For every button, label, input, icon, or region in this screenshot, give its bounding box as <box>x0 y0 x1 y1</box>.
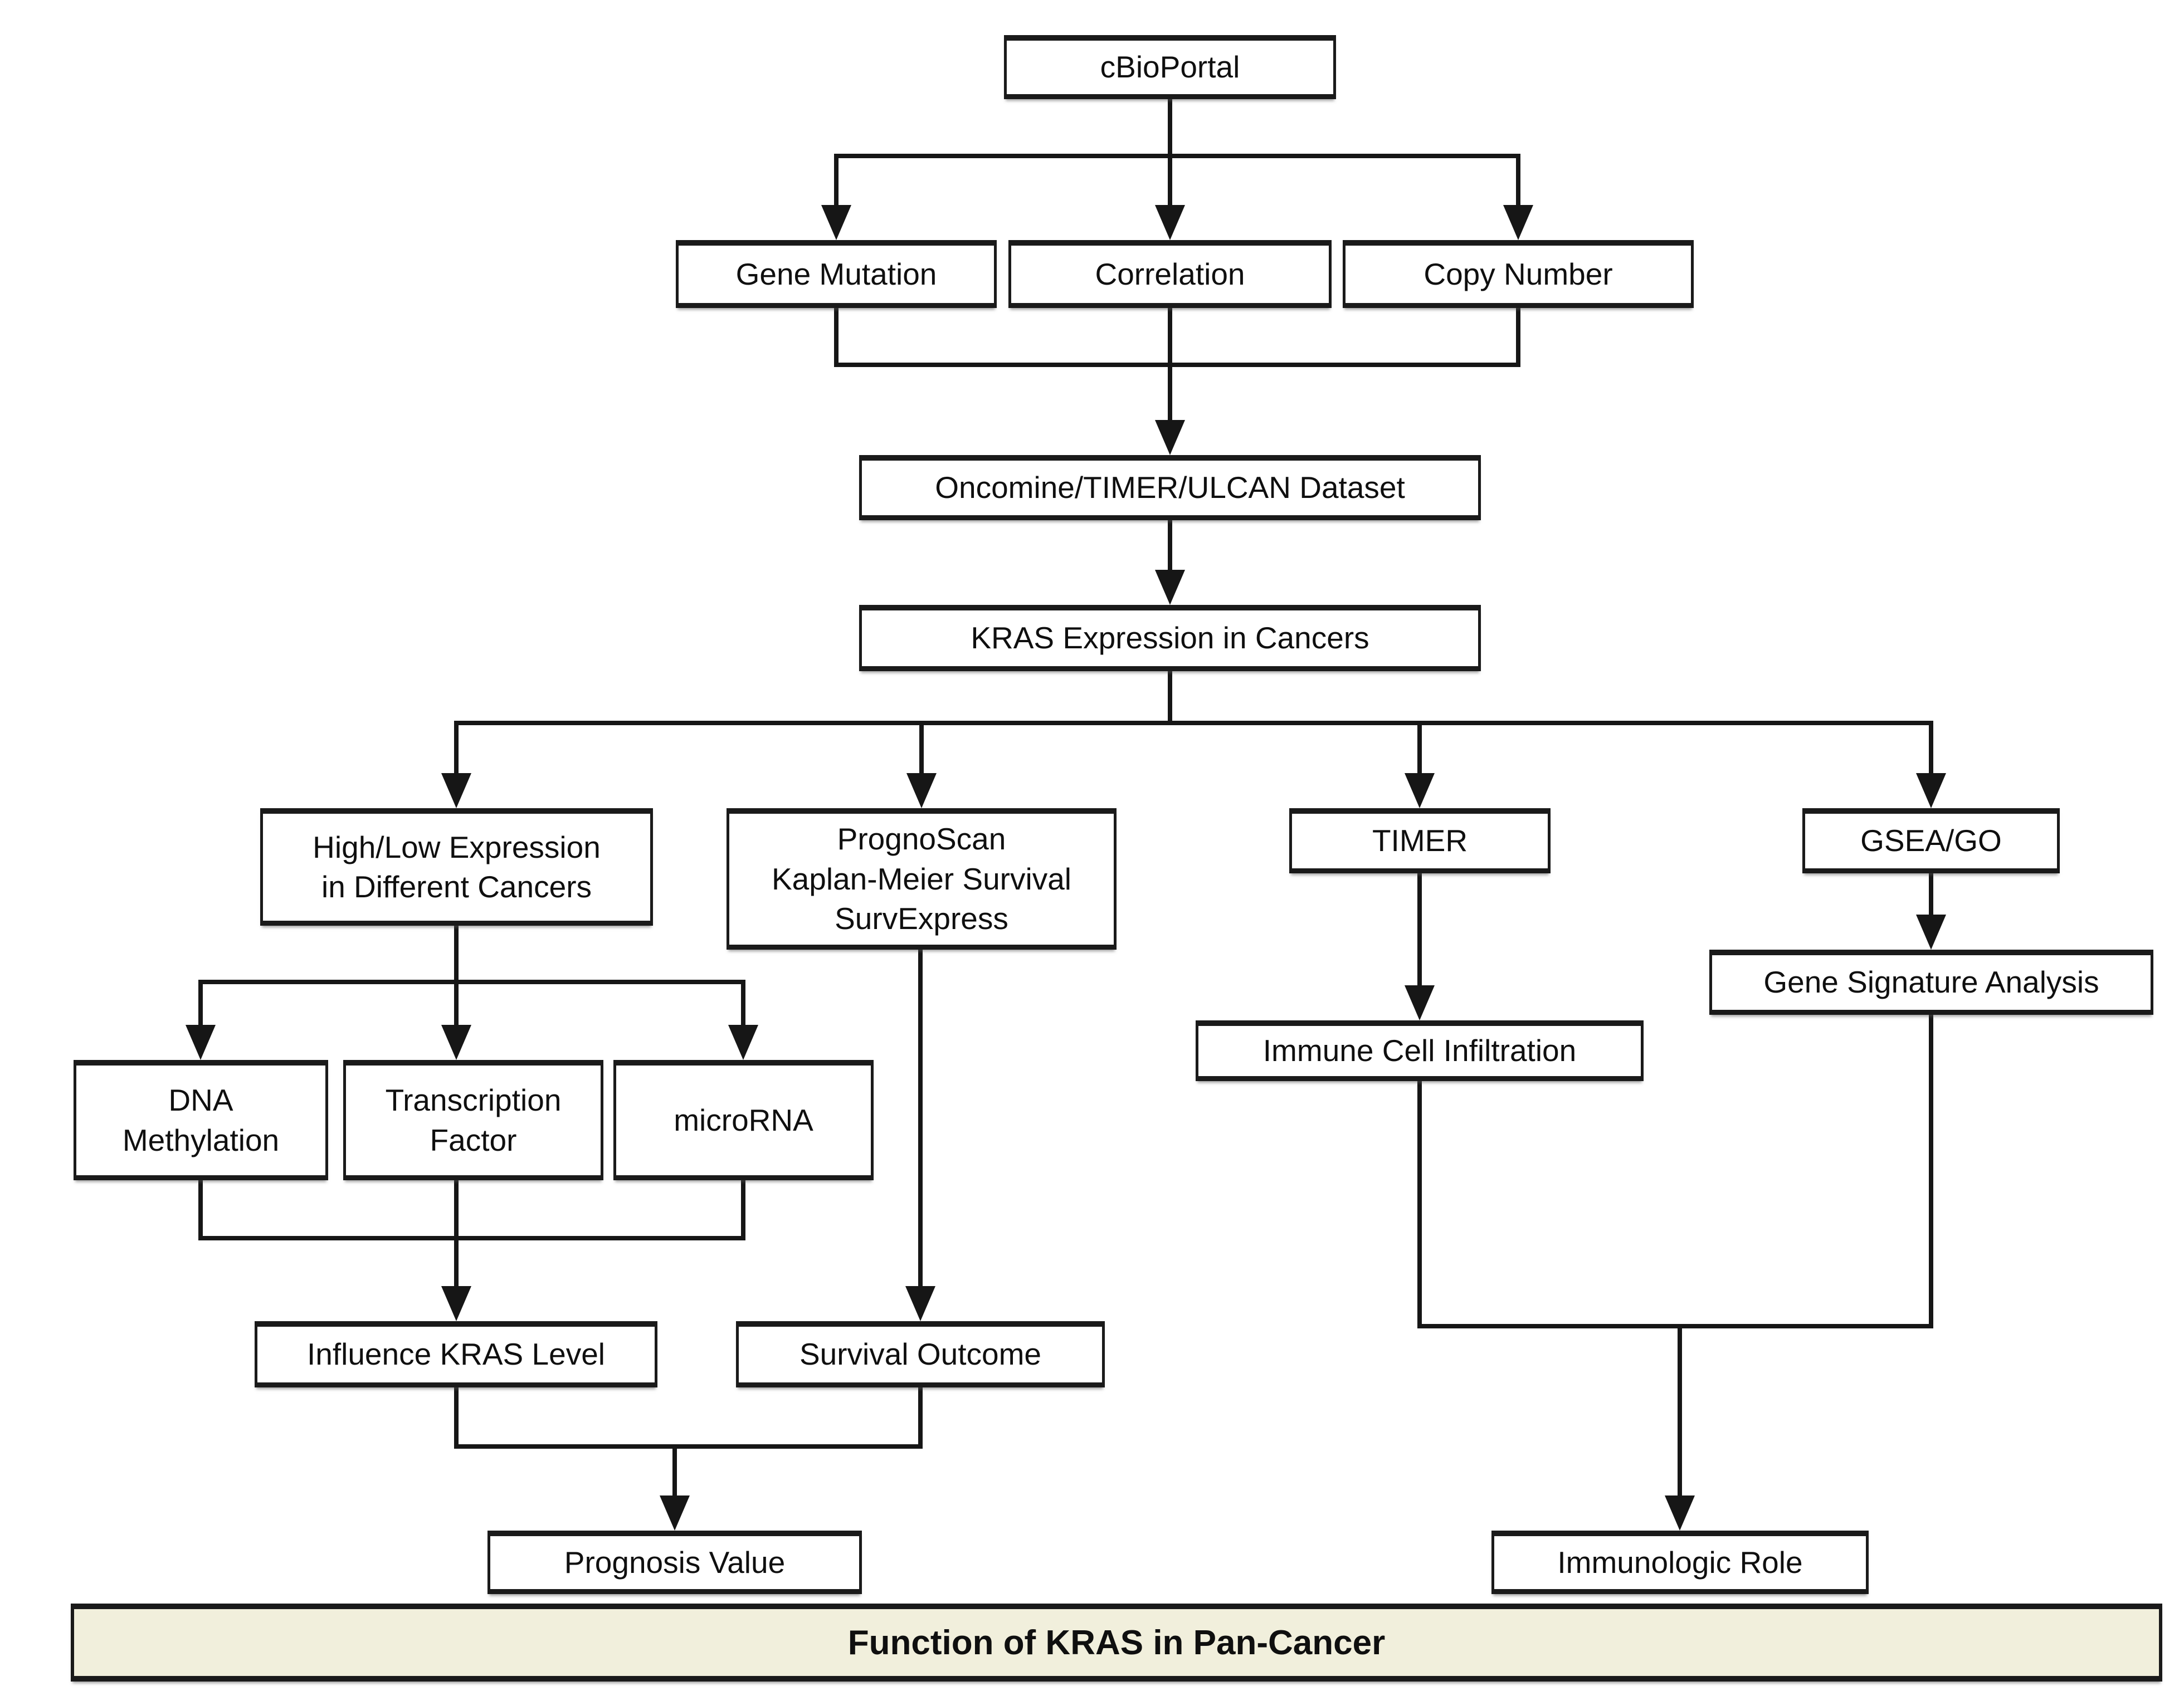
node-transcription-factor: Transcription Factor <box>343 1060 603 1180</box>
node-gene-mutation-label: Gene Mutation <box>735 256 937 291</box>
connector-drop-dna-methylation <box>198 984 203 1028</box>
connector-copy-number-collect <box>1516 308 1520 367</box>
connector-drop-prognosis <box>672 1449 677 1499</box>
node-gene-signature: Gene Signature Analysis <box>1709 950 2153 1015</box>
node-gsea-go: GSEA/GO <box>1802 808 2060 873</box>
connector-high-low-down <box>454 926 459 1028</box>
arrowhead-gsea-go <box>1916 773 1946 808</box>
node-dataset-label: Oncomine/TIMER/ULCAN Dataset <box>935 470 1405 505</box>
node-survival-outcome-label: Survival Outcome <box>799 1337 1042 1372</box>
connector-split-branches <box>454 721 1933 725</box>
connector-drop-prognoscan <box>919 725 924 776</box>
arrowhead-gene-mutation <box>821 205 851 240</box>
arrowhead-survival-outcome <box>905 1286 935 1321</box>
arrowhead-immune-cell <box>1405 985 1435 1020</box>
node-immunologic-role-label: Immunologic Role <box>1557 1545 1803 1580</box>
node-dna-methylation-label: DNA Methylation <box>122 1083 280 1157</box>
node-immune-cell-infiltration-label: Immune Cell Infiltration <box>1262 1033 1577 1068</box>
connector-drop-timer <box>1417 725 1422 776</box>
node-high-low-expression-label: High/Low Expression in Different Cancers <box>313 829 601 905</box>
node-dna-methylation: DNA Methylation <box>74 1060 328 1180</box>
connector-dataset-to-kras <box>1168 520 1172 573</box>
connector-merge-regulators <box>198 1236 745 1240</box>
connector-merge-immunologic <box>1417 1324 1933 1328</box>
connector-drop-microrna <box>741 984 745 1028</box>
node-dataset: Oncomine/TIMER/ULCAN Dataset <box>859 455 1481 520</box>
banner-function-of-kras-label: Function of KRAS in Pan-Cancer <box>847 1623 1386 1662</box>
node-transcription-factor-label: Transcription Factor <box>385 1083 562 1157</box>
node-timer: TIMER <box>1289 808 1551 873</box>
connector-merge-row2 <box>834 363 1520 367</box>
banner-function-of-kras: Function of KRAS in Pan-Cancer <box>71 1604 2162 1682</box>
node-immunologic-role: Immunologic Role <box>1491 1531 1869 1594</box>
node-influence-kras-level: Influence KRAS Level <box>255 1321 657 1387</box>
connector-merge-prognosis <box>454 1444 923 1449</box>
connector-drop-high-low <box>454 725 459 776</box>
connector-influence-down <box>454 1387 459 1449</box>
node-microrna-label: microRNA <box>674 1102 813 1137</box>
connector-tf-to-influence <box>454 1180 459 1289</box>
node-gene-mutation: Gene Mutation <box>676 240 997 308</box>
connector-gsea-to-signature <box>1929 873 1933 918</box>
arrowhead-influence-kras <box>441 1286 471 1321</box>
connector-drop-immunologic <box>1678 1328 1682 1499</box>
connector-split-row2 <box>834 154 1520 158</box>
arrowhead-dna-methylation <box>186 1025 216 1060</box>
arrowhead-kras-expression <box>1155 570 1185 605</box>
arrowhead-correlation <box>1155 205 1185 240</box>
node-copy-number-label: Copy Number <box>1424 256 1613 291</box>
arrowhead-prognosis-value <box>660 1495 690 1531</box>
connector-signature-down <box>1929 1015 1933 1328</box>
node-prognoscan-label: PrognoScan Kaplan-Meier Survival SurvExp… <box>772 822 1071 936</box>
connector-split-regulators <box>198 980 745 984</box>
arrowhead-copy-number <box>1503 205 1533 240</box>
node-high-low-expression: High/Low Expression in Different Cancers <box>260 808 653 926</box>
node-cbioportal: cBioPortal <box>1004 35 1336 99</box>
node-correlation-label: Correlation <box>1095 256 1245 291</box>
connector-microrna-collect <box>741 1180 745 1240</box>
arrowhead-prognoscan <box>906 773 937 808</box>
node-prognosis-value: Prognosis Value <box>488 1531 862 1594</box>
connector-drop-gene-mutation <box>834 158 838 207</box>
connector-survival-down <box>918 1387 923 1449</box>
connector-immune-down <box>1417 1081 1422 1328</box>
connector-prognoscan-to-survival <box>918 950 923 1289</box>
node-kras-expression: KRAS Expression in Cancers <box>859 605 1481 671</box>
connector-drop-gsea-go <box>1929 725 1933 776</box>
node-cbioportal-label: cBioPortal <box>1100 50 1240 85</box>
connector-gene-mutation-collect <box>834 308 838 367</box>
node-gsea-go-label: GSEA/GO <box>1860 823 2002 858</box>
arrowhead-dataset <box>1155 420 1185 455</box>
node-prognosis-value-label: Prognosis Value <box>564 1545 786 1580</box>
node-copy-number: Copy Number <box>1343 240 1694 308</box>
node-survival-outcome: Survival Outcome <box>736 1321 1105 1387</box>
node-influence-kras-level-label: Influence KRAS Level <box>306 1337 606 1372</box>
connector-timer-to-immune <box>1417 873 1422 989</box>
node-kras-expression-label: KRAS Expression in Cancers <box>971 620 1369 656</box>
connector-dna-collect <box>198 1180 203 1240</box>
connector-cbioportal-down <box>1168 99 1172 207</box>
arrowhead-gene-signature <box>1916 915 1946 950</box>
arrowhead-transcription-factor <box>441 1025 471 1060</box>
node-correlation: Correlation <box>1008 240 1332 308</box>
node-prognoscan: PrognoScan Kaplan-Meier Survival SurvExp… <box>727 808 1117 950</box>
node-microrna: microRNA <box>613 1060 874 1180</box>
node-immune-cell-infiltration: Immune Cell Infiltration <box>1196 1020 1644 1081</box>
connector-drop-copy-number <box>1516 158 1520 207</box>
arrowhead-microrna <box>728 1025 758 1060</box>
connector-kras-down <box>1168 671 1172 725</box>
arrowhead-high-low <box>441 773 471 808</box>
arrowhead-timer <box>1405 773 1435 808</box>
node-timer-label: TIMER <box>1372 823 1468 858</box>
node-gene-signature-label: Gene Signature Analysis <box>1763 965 2099 1000</box>
arrowhead-immunologic-role <box>1665 1495 1695 1531</box>
